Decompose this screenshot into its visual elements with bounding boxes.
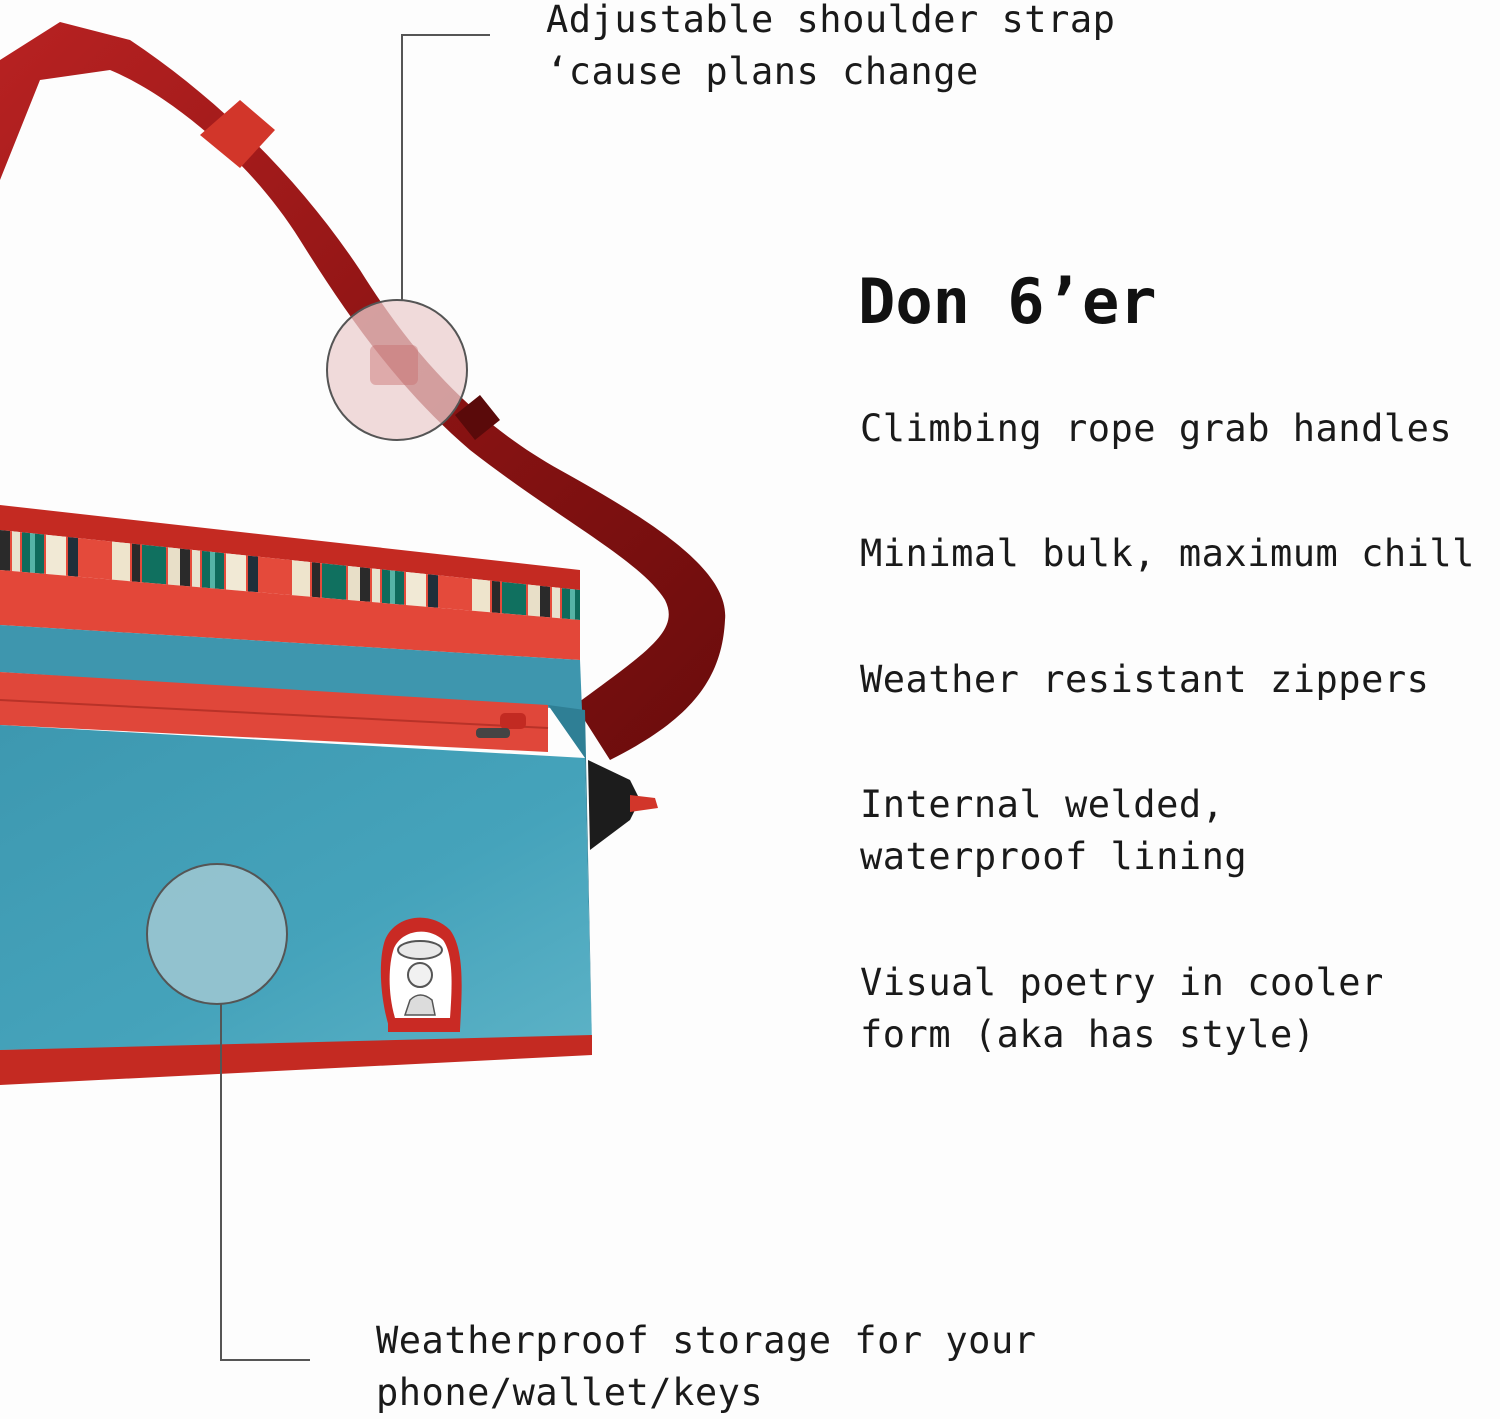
feature-item: Minimal bulk, maximum chill: [860, 528, 1475, 580]
zipper-pocket: [0, 672, 548, 752]
feature-item: Internal welded, waterproof lining: [860, 779, 1247, 883]
feature-item: Visual poetry in cooler form (aka has st…: [860, 957, 1384, 1061]
strap-callout-text: Adjustable shoulder strap ‘cause plans c…: [546, 0, 1115, 98]
feature-text: Climbing rope grab handles: [860, 407, 1453, 450]
strap-buckle: [200, 100, 275, 168]
storage-callout-line: [220, 1004, 310, 1361]
storage-callout-line-1: Weatherproof storage for your: [376, 1319, 1037, 1362]
bag-red-panel: [0, 570, 580, 660]
side-handle: [588, 760, 640, 850]
storage-callout-text: Weatherproof storage for your phone/wall…: [376, 1315, 1037, 1419]
feature-text: waterproof lining: [860, 835, 1248, 878]
shoulder-strap: [0, 22, 726, 760]
feature-item: Climbing rope grab handles: [860, 403, 1452, 455]
strap-slider: [455, 395, 500, 440]
bag-teal-band: [0, 625, 582, 710]
feature-text: Internal welded,: [860, 783, 1225, 826]
serape-stripe: [0, 530, 580, 620]
product-title: Don 6’er: [858, 265, 1157, 338]
zipper-pull-icon: [476, 713, 526, 738]
strap-callout-line: [401, 34, 490, 300]
storage-callout-magnifier: [146, 863, 288, 1005]
strap-callout-line-1: Adjustable shoulder strap: [546, 0, 1116, 41]
strap-callout-magnifier: [326, 299, 468, 441]
bag-top-rim: [0, 505, 580, 590]
feature-text: Visual poetry in cooler: [860, 961, 1384, 1004]
feature-text: Weather resistant zippers: [860, 658, 1430, 701]
feature-text: form (aka has style): [860, 1013, 1316, 1056]
bag-bottom-rim: [0, 1035, 592, 1085]
feature-item: Weather resistant zippers: [860, 654, 1429, 706]
bag-teal-body: [0, 725, 592, 1050]
strap-callout-line-2: ‘cause plans change: [546, 50, 979, 93]
mascot-patch-icon: [380, 917, 462, 1032]
feature-text: Minimal bulk, maximum chill: [860, 532, 1475, 575]
storage-callout-line-2: phone/wallet/keys: [376, 1371, 764, 1414]
